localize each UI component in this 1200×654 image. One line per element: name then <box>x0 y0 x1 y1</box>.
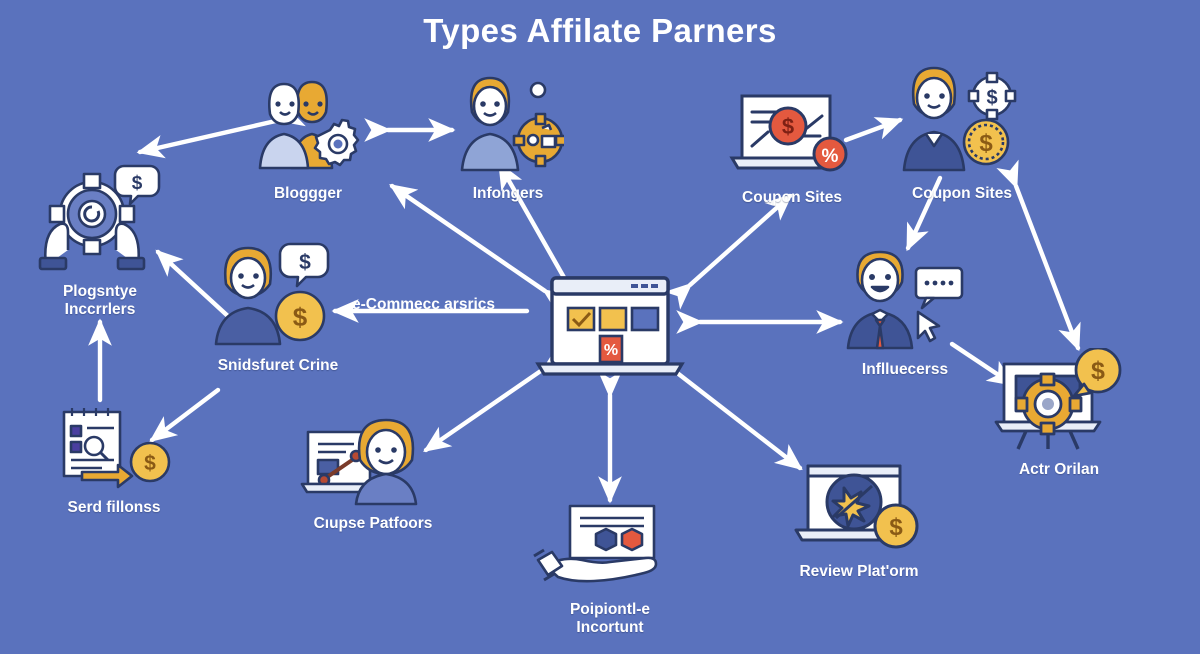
node-label: Actr Orilan <box>1018 461 1100 478</box>
svg-text:$: $ <box>299 251 311 274</box>
arrow-hub-bloggger <box>389 183 572 315</box>
woman-laptop-percent-icon <box>300 418 418 506</box>
svg-text:$: $ <box>132 173 143 194</box>
two-people-gear-icon <box>258 80 360 170</box>
arrow-hub-review <box>673 369 803 471</box>
node-plogsntye-inccrrlers[interactable]: $ Plogsntye Inccrrlers <box>30 162 170 320</box>
svg-text:$: $ <box>293 302 308 332</box>
node-label: Plogsntye Inccrrlers <box>62 283 138 319</box>
node-bloggger[interactable]: Bloggger <box>252 72 364 203</box>
node-inflluecerss[interactable]: Inflluecerss <box>838 244 972 379</box>
arrow-couponright-inflluecerss <box>905 175 943 252</box>
arrow-hub-coupon-left <box>664 193 793 310</box>
svg-text:$: $ <box>782 114 794 139</box>
node-label: Snidsfuret Crine <box>217 357 339 374</box>
node-review-platform[interactable]: $ Review Plat'orm <box>786 458 932 581</box>
svg-text:$: $ <box>979 130 993 157</box>
document-search-coin-icon: $ <box>62 408 171 489</box>
node-label: Inflluecerss <box>861 361 949 378</box>
arrow-hub-cupse <box>423 344 572 453</box>
node-poipiontle-incortunt[interactable]: Poipiontl-e Incortunt <box>528 500 692 638</box>
arrow-snidsfuret-plogsntye <box>155 249 233 321</box>
node-coupon-sites-right[interactable]: $ $ Coupon Sites <box>896 60 1028 203</box>
node-label: Bloggger <box>273 185 343 202</box>
arrow-snidsfuret-serd <box>149 387 221 443</box>
laptop-star-coin-icon: $ <box>794 464 919 549</box>
node-label: Infongers <box>472 185 544 202</box>
node-coupon-sites-left[interactable]: $ % Coupon Sites <box>726 88 858 207</box>
woman-dollar-coin-icon: $ $ <box>214 242 330 346</box>
svg-text:$: $ <box>1091 357 1105 385</box>
node-label: Review Plat'orm <box>799 563 919 580</box>
node-actr-orilan[interactable]: $ Actr Orilan <box>986 346 1132 479</box>
node-label: Poipiontl-e Incortunt <box>569 601 651 637</box>
node-ecommerce-hub: % <box>530 270 690 395</box>
arrow-hub-infongers <box>497 161 569 284</box>
node-label: Coupon Sites <box>742 189 842 206</box>
page-title: Types Affilate Parners <box>423 12 777 49</box>
node-label: Coupon Sites <box>912 185 1012 202</box>
arrow-coupon-left-right <box>843 117 904 143</box>
svg-text:%: % <box>604 342 618 359</box>
svg-text:$: $ <box>889 514 903 541</box>
node-label: Serd fillonss <box>67 499 161 516</box>
arrow-inflluecerss-actr <box>949 341 1015 387</box>
laptop-gear-dollar-icon: $ <box>994 346 1122 450</box>
node-label: Cıupse Patfoors <box>313 515 433 532</box>
arrow-couponright-actr <box>996 159 1081 352</box>
node-infongers[interactable]: Infongers <box>452 70 568 203</box>
laptop-ecommerce-hub-icon: % <box>535 276 685 376</box>
svg-text:$: $ <box>986 87 997 109</box>
laptop-dollar-percent-icon: $ % <box>729 94 848 172</box>
hands-gear-dollar-icon: $ <box>38 164 161 271</box>
node-serd-fillonss[interactable]: $ Serd fillonss <box>44 402 184 517</box>
man-chat-cursor-icon <box>846 250 964 350</box>
hub-label: e-Commecc arsrics <box>352 296 496 313</box>
arrow-bloggger-plogsntye <box>136 103 306 159</box>
svg-text:%: % <box>822 146 839 167</box>
woman-dollar-gear-coin-icon: $ $ <box>902 66 1017 172</box>
node-cupse-patfoors[interactable]: Cıupse Patfoors <box>298 414 448 533</box>
node-snidsfuret-crine[interactable]: $ $ Snidsfuret Crine <box>208 240 348 375</box>
svg-text:$: $ <box>144 452 156 475</box>
woman-gear-idea-icon <box>460 76 568 172</box>
hand-card-shapes-icon <box>533 504 658 583</box>
